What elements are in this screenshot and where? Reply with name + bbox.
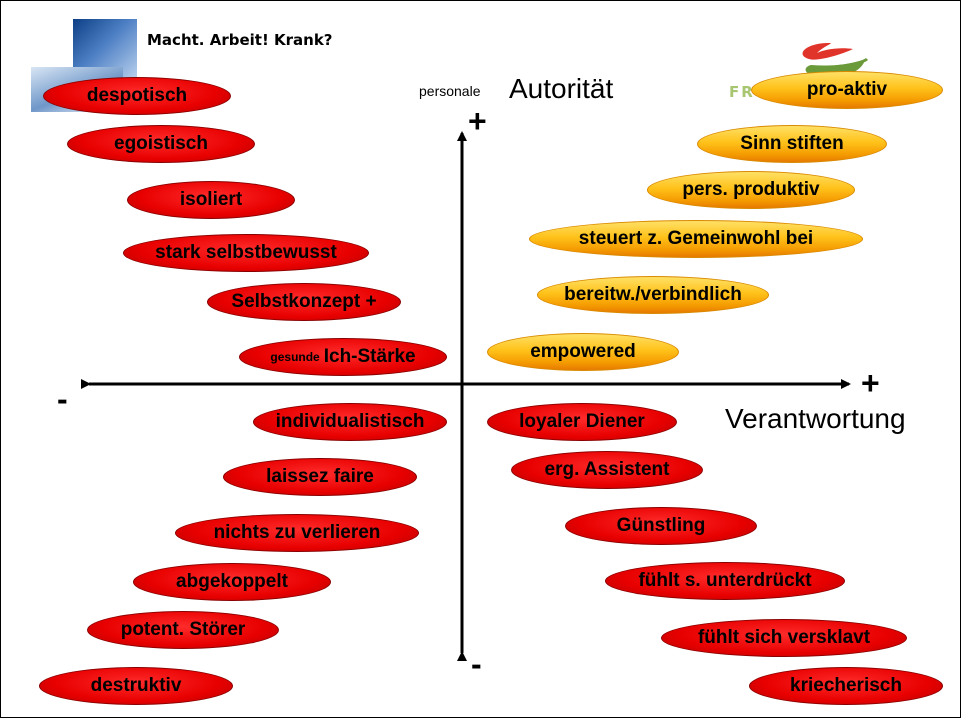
pill-kriecherisch: kriecherisch — [749, 667, 943, 705]
pill-steuert-gemeinwohl: steuert z. Gemeinwohl bei — [529, 220, 863, 258]
pill-guenstling: Günstling — [565, 507, 757, 545]
pill-isoliert: isoliert — [127, 181, 295, 219]
y-axis-label: Autorität — [509, 73, 614, 104]
pill-erg-assistent: erg. Assistent — [511, 451, 703, 489]
header-title: Macht. Arbeit! Krank? — [147, 31, 333, 49]
pill-individualistisch: individualistisch — [253, 403, 447, 441]
pill-bereitw-verbindlich: bereitw./verbindlich — [537, 276, 769, 314]
pill-egoistisch: egoistisch — [67, 125, 255, 163]
x-axis-label: Verantwortung — [725, 403, 906, 434]
y-axis-label-small: personale — [419, 83, 481, 99]
pill-despotisch: despotisch — [43, 77, 231, 115]
logo-text: FR — [729, 83, 755, 101]
x-axis-minus: - — [57, 381, 68, 417]
pill-nichts-zu-verlieren: nichts zu verlieren — [175, 514, 419, 552]
pill-empowered: empowered — [487, 333, 679, 371]
pill-pers-produktiv: pers. produktiv — [647, 171, 855, 209]
y-axis-plus: + — [468, 103, 487, 139]
pill-abgekoppelt: abgekoppelt — [133, 563, 331, 601]
pill-loyaler-diener: loyaler Diener — [487, 403, 677, 441]
x-axis-plus: + — [861, 365, 880, 401]
pill-destruktiv: destruktiv — [39, 667, 233, 705]
pill-sinn-stiften: Sinn stiften — [697, 125, 887, 163]
pill-potent-stoerer: potent. Störer — [87, 611, 279, 649]
y-axis-minus: - — [471, 646, 482, 682]
pill-pro-aktiv: pro-aktiv — [751, 71, 943, 109]
pill-fuehlt-unterdrueckt: fühlt s. unterdrückt — [605, 562, 845, 600]
pill-stark-selbstbewusst: stark selbstbewusst — [123, 234, 369, 272]
pill-selbstkonzept: Selbstkonzept + — [207, 283, 401, 321]
pill-laissez-faire: laissez faire — [223, 458, 417, 496]
pill-fuehlt-versklavt: fühlt sich versklavt — [661, 619, 907, 657]
